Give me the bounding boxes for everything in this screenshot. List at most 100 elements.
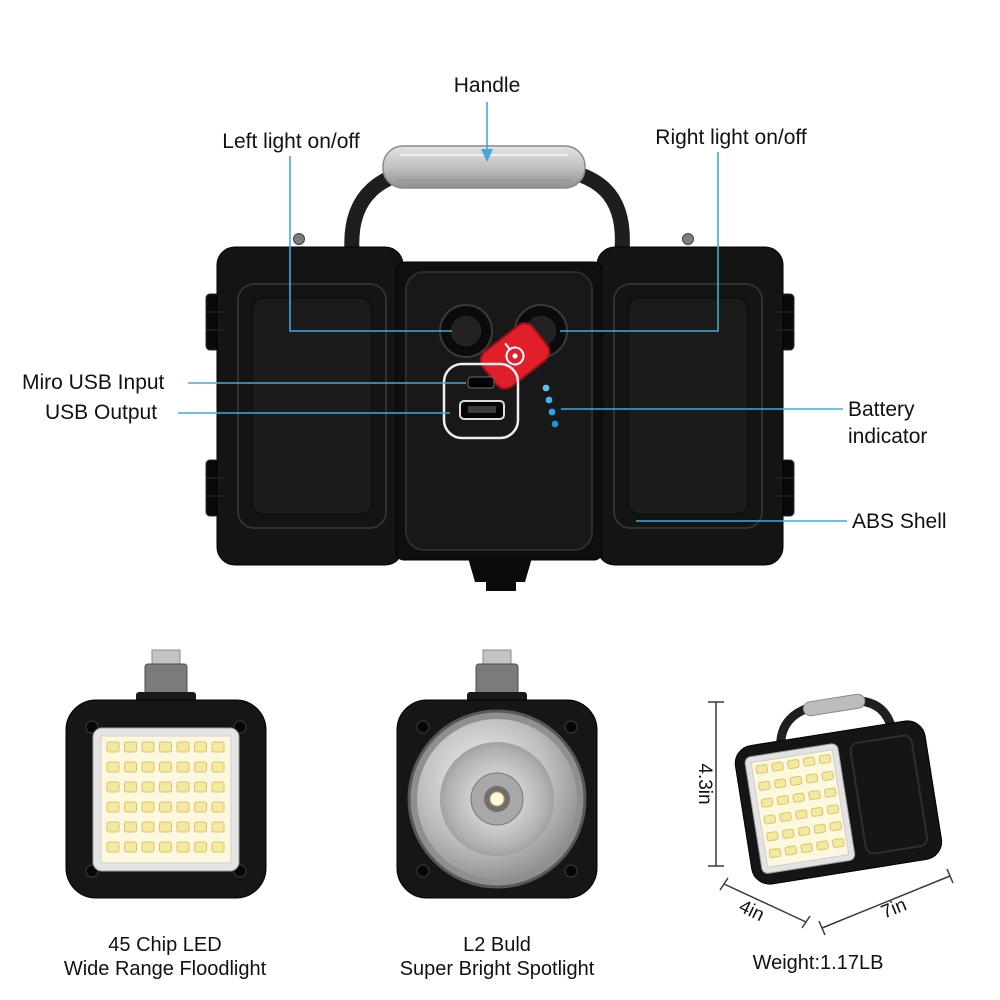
led-chip — [141, 801, 155, 813]
led-chip — [818, 754, 832, 765]
l2-bulb — [489, 791, 505, 807]
led-chip — [829, 821, 842, 832]
led-chip — [124, 821, 137, 833]
led-array — [106, 741, 225, 853]
led-chip — [768, 848, 782, 859]
led-chip — [106, 801, 120, 813]
led-chip — [211, 821, 225, 833]
led-chip — [106, 741, 120, 753]
led-chip — [211, 741, 225, 753]
right-body-block — [596, 246, 795, 566]
led-chip — [124, 801, 137, 813]
spotlight-caption-line2: Super Bright Spotlight — [399, 958, 595, 981]
battery-indicator-label-line1: Battery — [848, 398, 915, 421]
led-chip — [141, 821, 155, 833]
floodlight-caption-line2: Wide Range Floodlight — [63, 958, 267, 981]
led-chip — [824, 787, 837, 798]
led-chip — [141, 761, 155, 773]
right-light-label: Right light on/off — [655, 126, 807, 149]
led-chip — [808, 790, 821, 801]
led-chip — [159, 801, 172, 813]
led-chip — [760, 797, 774, 808]
led-chip — [831, 837, 845, 849]
led-chip — [789, 775, 803, 786]
led-chip — [800, 843, 813, 854]
width-dimension-line — [818, 868, 954, 936]
abs-shell-label: ABS Shell — [852, 510, 947, 533]
angled-view: 4.3in 4in 7in — [694, 693, 954, 936]
left-light-button[interactable] — [439, 304, 493, 358]
led-chip — [779, 811, 792, 822]
floodlight-caption-line1: 45 Chip LED — [108, 934, 222, 956]
led-chip — [194, 781, 207, 793]
led-chip — [159, 761, 172, 773]
led-chip — [124, 761, 137, 773]
led-chip — [176, 801, 190, 813]
led-chip — [773, 778, 787, 789]
width-dimension-label: 7in — [878, 894, 909, 923]
led-chip — [194, 761, 207, 773]
spotlight-reflector — [407, 709, 587, 889]
height-dimension-line — [708, 701, 724, 867]
led-chip — [176, 761, 190, 773]
led-chip — [755, 764, 769, 775]
led-chip — [211, 841, 225, 853]
led-chip — [141, 741, 155, 753]
depth-dimension-line — [719, 877, 811, 929]
led-chip — [781, 828, 795, 839]
battery-indicator-leds — [542, 384, 559, 428]
led-chip — [211, 801, 225, 813]
spotlight-caption: L2 Buld Super Bright Spotlight — [372, 933, 622, 982]
led-chip — [797, 826, 811, 837]
led-chip — [821, 770, 834, 781]
spotlight-back-view — [396, 649, 598, 899]
left-body-block — [205, 246, 404, 566]
usb-output-port[interactable] — [459, 400, 505, 420]
led-array-small — [755, 754, 845, 859]
led-chip — [106, 841, 120, 853]
led-chip — [141, 841, 155, 853]
screw-right — [682, 233, 694, 245]
led-chip — [124, 741, 137, 753]
led-chip — [784, 845, 798, 856]
led-chip — [194, 741, 207, 753]
led-chip — [106, 821, 120, 833]
micro-usb-port[interactable] — [467, 376, 495, 389]
led-chip — [211, 781, 225, 793]
depth-dimension-label: 4in — [735, 896, 767, 926]
led-chip — [159, 841, 172, 853]
battery-indicator-label: Battery indicator — [848, 396, 927, 451]
led-chip — [106, 781, 120, 793]
led-chip — [771, 761, 784, 772]
led-chip — [159, 821, 172, 833]
handle-label: Handle — [453, 74, 521, 97]
usb-cover-flap[interactable] — [476, 319, 554, 393]
led-chip — [810, 806, 824, 817]
height-dimension-label: 4.3in — [694, 763, 715, 804]
floodlight-caption: 45 Chip LED Wide Range Floodlight — [40, 933, 290, 982]
handle-arrow — [481, 149, 493, 162]
led-chip — [141, 781, 155, 793]
weight-label: Weight:1.17LB — [752, 952, 884, 974]
center-panel — [395, 261, 603, 591]
led-chip — [124, 781, 137, 793]
led-chip — [792, 792, 805, 803]
angled-product — [734, 693, 943, 885]
led-chip — [176, 781, 190, 793]
led-chip — [816, 840, 829, 851]
spotlight-caption-line1: L2 Buld — [463, 934, 531, 956]
port-outline — [442, 362, 520, 440]
led-chip — [766, 831, 779, 842]
led-chip — [176, 821, 190, 833]
led-chip — [194, 821, 207, 833]
led-chip — [176, 841, 190, 853]
led-chip — [826, 804, 840, 815]
led-chip — [776, 795, 790, 806]
led-chip — [795, 809, 808, 820]
led-chip — [813, 823, 827, 834]
usb-output-label: USB Output — [45, 401, 158, 424]
miro-usb-label: Miro USB Input — [22, 371, 165, 394]
led-chip — [176, 741, 190, 753]
